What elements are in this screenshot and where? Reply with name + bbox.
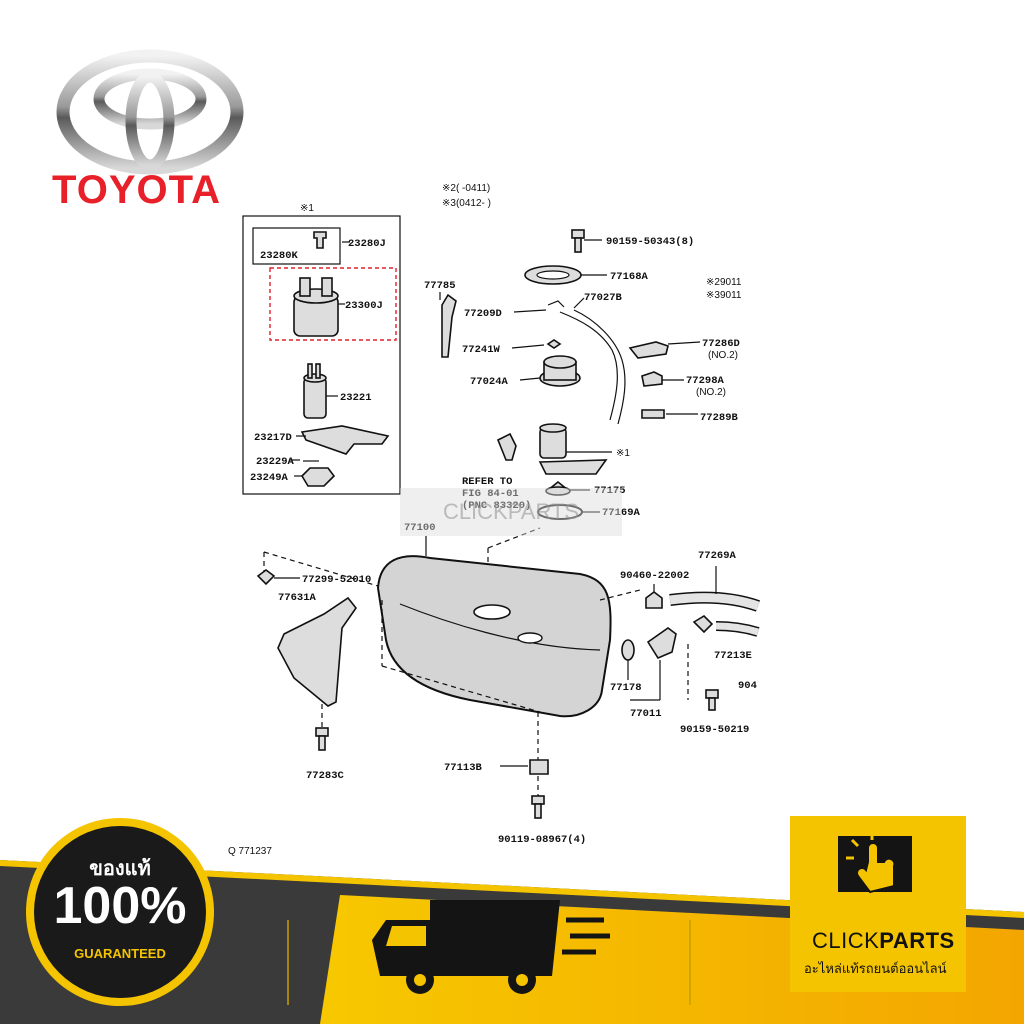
part-77113B: 77113B (444, 762, 483, 774)
part-77213: 77213E (714, 650, 752, 662)
part-77298A: 77298A (686, 375, 725, 387)
brand-name: TOYOTA (52, 168, 221, 212)
clickparts-logo (790, 816, 966, 992)
part-23300J: 23300J (345, 300, 383, 312)
part-90460-22002: 90460-22002 (620, 570, 689, 582)
header-note-2: ※3(0412- ) (442, 198, 491, 209)
part-77175: 77175 (594, 485, 626, 497)
badge-line1: ของแท้ (89, 858, 151, 880)
part-77024A: 77024A (470, 376, 509, 388)
part-77286D-note: (NO.2) (708, 350, 738, 361)
guarantee-badge-icon (26, 818, 214, 1006)
clickparts-name-bold: PARTS (879, 928, 955, 953)
part-77289B: 77289B (700, 412, 739, 424)
part-904: 904 (738, 680, 757, 692)
part-23280K: 23280K (260, 250, 299, 262)
part-23280J: 23280J (348, 238, 386, 250)
part-labels: ※1 ※2( -0411) ※3(0412- ) ※29011 ※39011 2… (228, 183, 757, 857)
part-90119-08967: 90119-08967(4) (498, 834, 586, 846)
side-note-1: ※29011 (706, 277, 742, 288)
side-note-2: ※39011 (706, 290, 742, 301)
clickparts-name: CLICKPARTS (812, 928, 955, 954)
clickparts-name-light: CLICK (812, 928, 880, 953)
part-23249A: 23249A (250, 472, 289, 484)
part-77631A: 77631A (278, 592, 317, 604)
fuel-pump-assembly-group (242, 215, 401, 495)
part-23229A: 23229A (256, 456, 295, 468)
part-77178: 77178 (610, 682, 642, 694)
refer-note-2: FIG 84-01 (462, 488, 519, 500)
part-77299-52010: 77299-52010 (302, 574, 371, 586)
badge-line3: GUARANTEED (74, 946, 166, 961)
header-note-1: ※2( -0411) (442, 183, 490, 194)
refer-note-3: (PNC 83320) (462, 500, 531, 512)
delivery-truck-icon (372, 900, 610, 994)
tank-protector-group (256, 551, 379, 751)
part-90159-50219: 90159-50219 (680, 724, 749, 736)
part-77027B: 77027B (584, 292, 623, 304)
part-77269A: 77269A (698, 550, 737, 562)
part-77011: 77011 (630, 708, 662, 720)
tank-band-bolts (500, 759, 549, 819)
box-note: ※1 (300, 203, 314, 214)
toyota-logo-icon (56, 49, 244, 175)
part-77241W: 77241W (462, 344, 501, 356)
part-77283C: 77283C (306, 770, 345, 782)
click-hand-icon (838, 834, 912, 894)
refer-note-1: REFER TO (462, 476, 512, 488)
part-90159-50343: 90159-50343(8) (606, 236, 694, 248)
part-23221: 23221 (340, 392, 372, 404)
part-77286D: 77286D (702, 338, 740, 350)
fuel-sender-group (439, 229, 701, 610)
delivery-line2: Delivery (436, 952, 522, 977)
figure-id: Q 771237 (228, 846, 272, 857)
part-77298A-note: (NO.2) (696, 387, 726, 398)
part-77100: 77100 (404, 522, 436, 534)
part-77169A: 77169A (602, 507, 641, 519)
part-23217D: 23217D (254, 432, 292, 444)
filler-pipe-group (621, 566, 761, 711)
part-77785: 77785 (424, 280, 456, 292)
badge-line2: 100% (53, 877, 187, 935)
fuel-tank (376, 536, 641, 762)
delivery-line1: FAST (440, 912, 517, 945)
part-77168A: 77168A (610, 271, 649, 283)
part-star1: ※1 (616, 448, 630, 459)
watermark: CLICKPARTS (400, 488, 622, 536)
part-77209D: 77209D (464, 308, 502, 320)
clickparts-tagline: อะไหล่แท้รถยนต์ออนไลน์ (804, 961, 947, 976)
